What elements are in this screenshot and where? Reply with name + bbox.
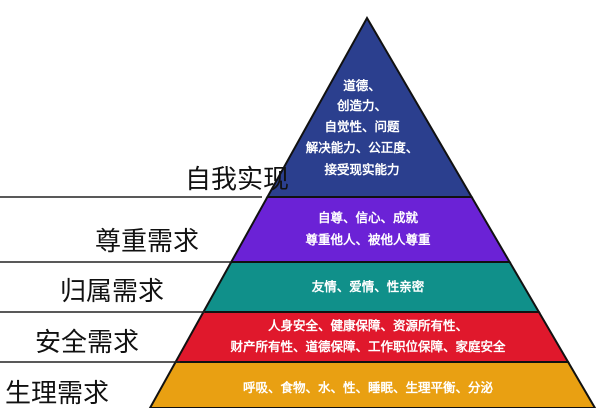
level-label-belonging: 归属需求 — [60, 277, 164, 307]
desc-line: 呼吸、食物、水、性、睡眠、生理平衡、分泌 — [243, 380, 494, 395]
desc-line: 财产所有性、道德保障、工作职位保障、家庭安全 — [229, 339, 506, 354]
desc-line: 解决能力、公正度、 — [306, 140, 419, 155]
desc-line: 道德、 — [343, 78, 381, 93]
desc-line: 尊重他人、被他人尊重 — [305, 232, 431, 247]
desc-line: 自尊、信心、成就 — [318, 210, 419, 225]
desc-line: 接受现实能力 — [324, 162, 399, 177]
desc-line: 友情、爱情、性亲密 — [311, 279, 425, 294]
layer-esteem — [229, 196, 512, 263]
level-label-safety: 安全需求 — [35, 328, 139, 358]
desc-line: 人身安全、健康保障、资源所有性、 — [268, 318, 468, 333]
layer-physiological — [148, 361, 597, 408]
label-lines — [0, 196, 262, 363]
desc-line: 创造力、 — [336, 98, 387, 113]
desc-line: 自觉性、问题 — [324, 119, 400, 134]
level-label-esteem: 尊重需求 — [95, 227, 199, 257]
level-label-physiological: 生理需求 — [5, 379, 109, 408]
level-label-self-actualization: 自我实现 — [185, 165, 289, 195]
